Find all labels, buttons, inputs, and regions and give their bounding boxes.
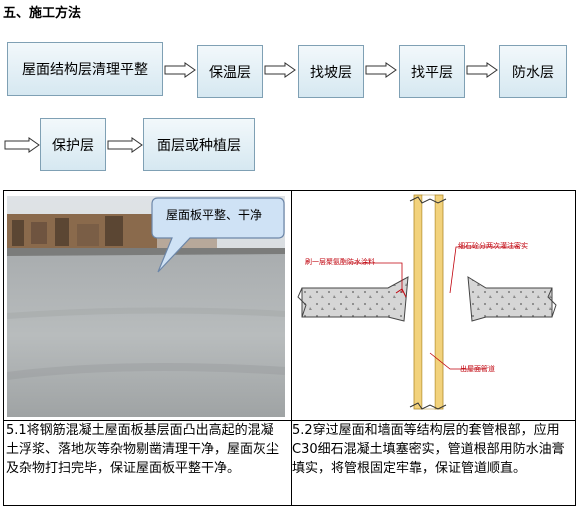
label-concrete-pour: 细石砼分两次灌注密实 <box>458 242 528 250</box>
flow-step-surface-planting: 面层或种植层 <box>143 118 255 171</box>
flow-arrow-icon <box>466 62 498 78</box>
label-waterproof-coating: 刷一层聚氨酯防水涂料 <box>305 258 375 266</box>
section-title: 五、施工方法 <box>3 6 82 21</box>
pipe-detail-diagram <box>297 194 557 410</box>
flow-step-slope: 找坡层 <box>298 45 364 98</box>
label-roof-pipe: 出屋面管道 <box>460 365 495 373</box>
photo-callout-text: 屋面板平整、干净 <box>166 208 263 222</box>
flow-step-protection: 保护层 <box>40 118 106 171</box>
flow-step-insulation: 保温层 <box>197 45 263 98</box>
flow-arrow-icon <box>164 62 196 78</box>
flow-arrow-icon <box>365 62 397 78</box>
paragraph-5-2: 5.2穿过屋面和墙面等结构层的套管根部，应用C30细石混凝土填塞密实，管道根部用… <box>292 423 565 476</box>
content-table <box>3 190 576 506</box>
table-divider <box>4 420 575 421</box>
flow-step-waterproof: 防水层 <box>499 45 567 98</box>
table-divider <box>291 191 292 505</box>
flow-step-structural-cleanup: 屋面结构层清理平整 <box>7 42 163 96</box>
flow-arrow-icon <box>4 137 40 153</box>
flow-arrow-icon <box>264 62 296 78</box>
speech-bubble-icon <box>151 197 285 273</box>
flow-step-leveling: 找平层 <box>399 45 465 98</box>
paragraph-5-1: 5.1将钢筋混凝土屋面板基层面凸出高起的混凝土浮浆、落地灰等杂物剔凿清理干净，屋… <box>6 423 280 476</box>
flow-arrow-icon <box>107 137 143 153</box>
